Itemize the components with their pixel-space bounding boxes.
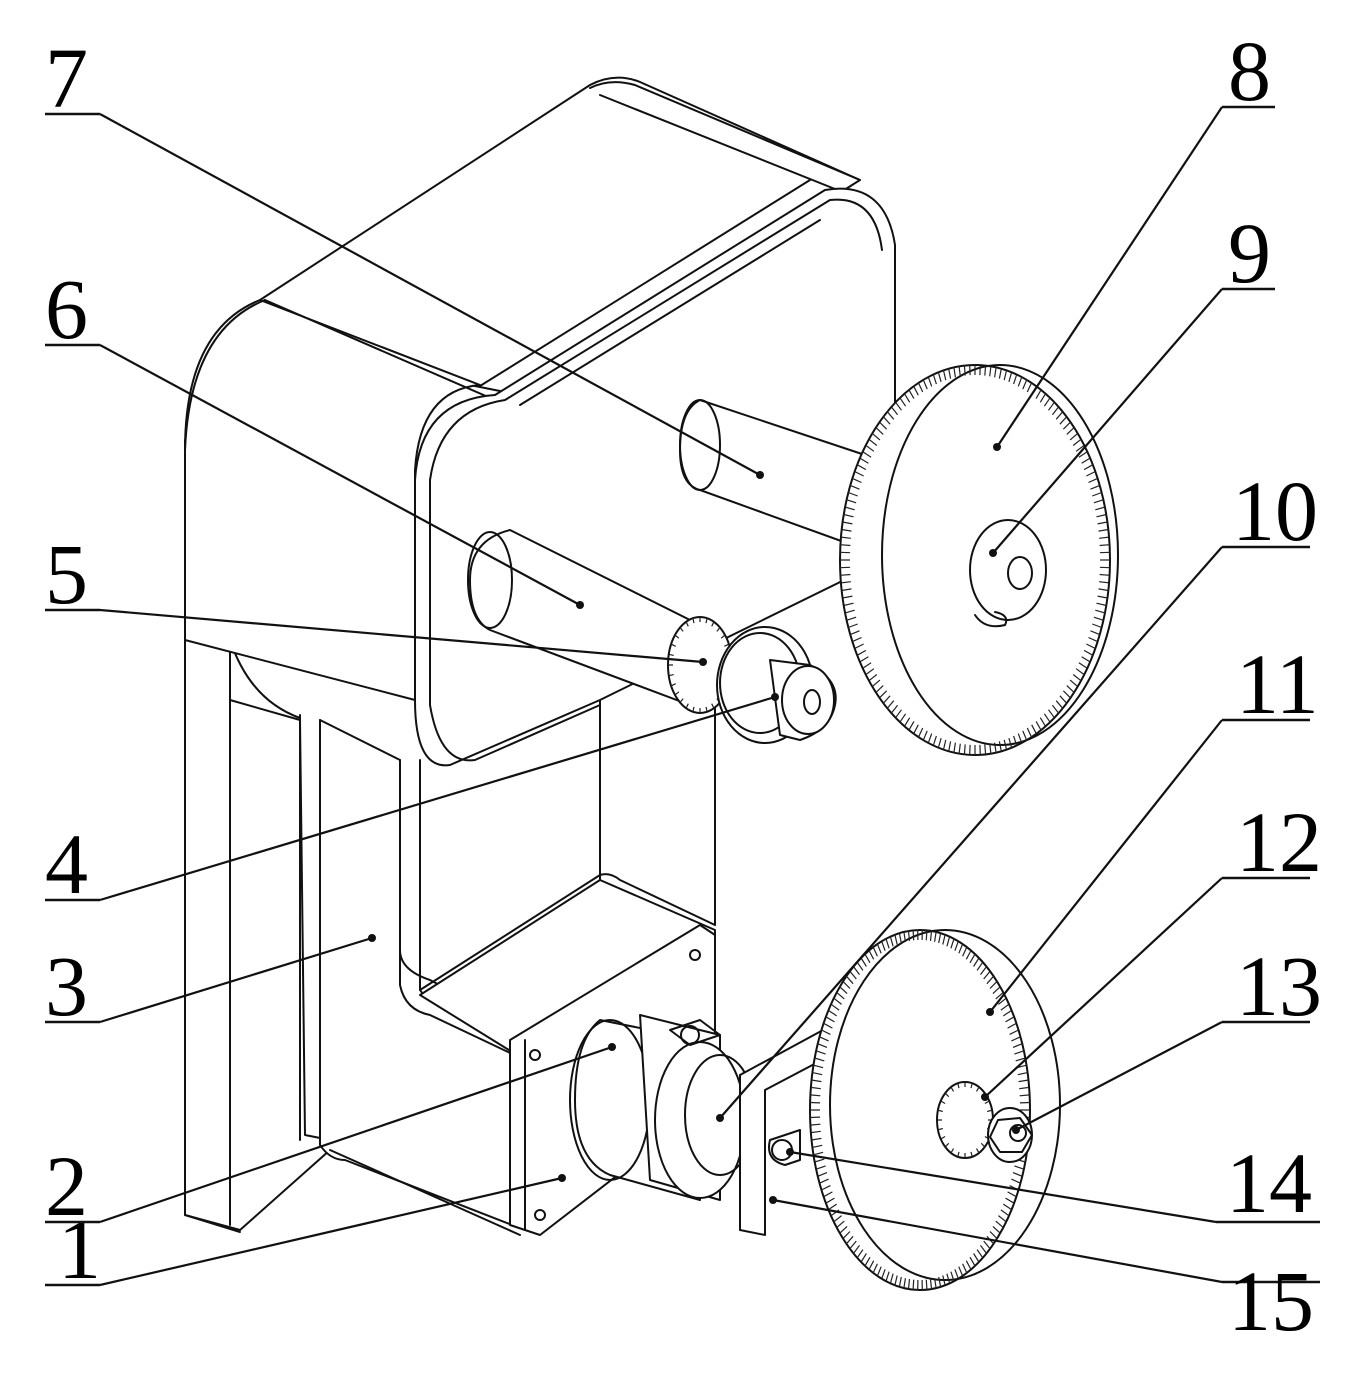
leader-line-9: [992, 288, 1223, 554]
leader-line-6: [99, 344, 581, 606]
leader-dot-3: [368, 934, 376, 942]
leader-line-5: [99, 608, 704, 664]
leader-dot-1: [558, 1174, 566, 1182]
callout-13: 13: [1012, 938, 1322, 1134]
leader-dot-12: [981, 1093, 989, 1101]
callout-number-13: 13: [1236, 938, 1322, 1034]
leader-line-1: [99, 1176, 563, 1287]
middle-shaft: [467, 529, 691, 706]
callout-number-14: 14: [1226, 1135, 1312, 1231]
leader-dot-4: [771, 693, 779, 701]
leader-line-15: [772, 1198, 1223, 1284]
leader-line-3: [99, 936, 373, 1024]
callout-6: 6: [45, 261, 584, 609]
callout-number-5: 5: [45, 526, 88, 622]
callout-number-6: 6: [45, 261, 88, 357]
callout-number-11: 11: [1236, 636, 1319, 732]
callout-12: 12: [981, 794, 1322, 1101]
large-lower-pulley: [809, 929, 1061, 1291]
leader-dot-5: [699, 658, 707, 666]
leader-line-8: [996, 106, 1223, 448]
callout-10: 10: [716, 463, 1318, 1122]
upper-shaft: [679, 399, 881, 556]
callout-number-3: 3: [45, 938, 88, 1034]
callout-5: 5: [45, 526, 707, 666]
leader-dot-2: [608, 1043, 616, 1051]
leader-line-2: [99, 1045, 613, 1224]
callout-4: 4: [45, 693, 779, 912]
leader-line-14: [789, 1150, 1217, 1224]
leader-dot-11: [986, 1008, 994, 1016]
leader-line-12: [984, 877, 1223, 1098]
callout-number-1: 1: [58, 1201, 101, 1297]
leader-dot-9: [989, 549, 997, 557]
leader-line-10: [719, 546, 1223, 1119]
leader-line-11: [989, 719, 1223, 1013]
leader-line-13: [1015, 1021, 1223, 1131]
callout-number-2: 2: [45, 1138, 88, 1234]
callout-15: 15: [769, 1196, 1320, 1349]
callout-11: 11: [986, 636, 1319, 1016]
leader-dot-14: [786, 1148, 794, 1156]
callout-number-12: 12: [1236, 794, 1322, 890]
leader-dot-10: [716, 1114, 724, 1122]
leader-line-4: [99, 695, 776, 902]
callout-number-15: 15: [1228, 1253, 1314, 1349]
callout-number-7: 7: [45, 30, 88, 126]
callout-9: 9: [989, 205, 1275, 557]
leader-dot-8: [993, 443, 1001, 451]
callout-1: 1: [45, 1174, 566, 1297]
callout-number-9: 9: [1228, 205, 1271, 301]
leader-dot-15: [769, 1196, 777, 1204]
small-upper-pulley: [667, 616, 837, 744]
leader-line-7: [99, 113, 761, 476]
leader-dot-6: [576, 601, 584, 609]
leader-dot-7: [756, 471, 764, 479]
callout-7: 7: [45, 30, 764, 479]
callout-8: 8: [993, 23, 1275, 451]
callout-number-10: 10: [1232, 463, 1318, 559]
large-upper-pulley: [839, 364, 1119, 756]
callout-14: 14: [786, 1135, 1320, 1231]
callout-3: 3: [45, 934, 376, 1034]
callout-number-8: 8: [1228, 23, 1271, 119]
callout-2: 2: [45, 1043, 616, 1234]
callout-number-4: 4: [45, 816, 88, 912]
leader-dot-13: [1012, 1126, 1020, 1134]
motor-assembly: [509, 924, 756, 1236]
